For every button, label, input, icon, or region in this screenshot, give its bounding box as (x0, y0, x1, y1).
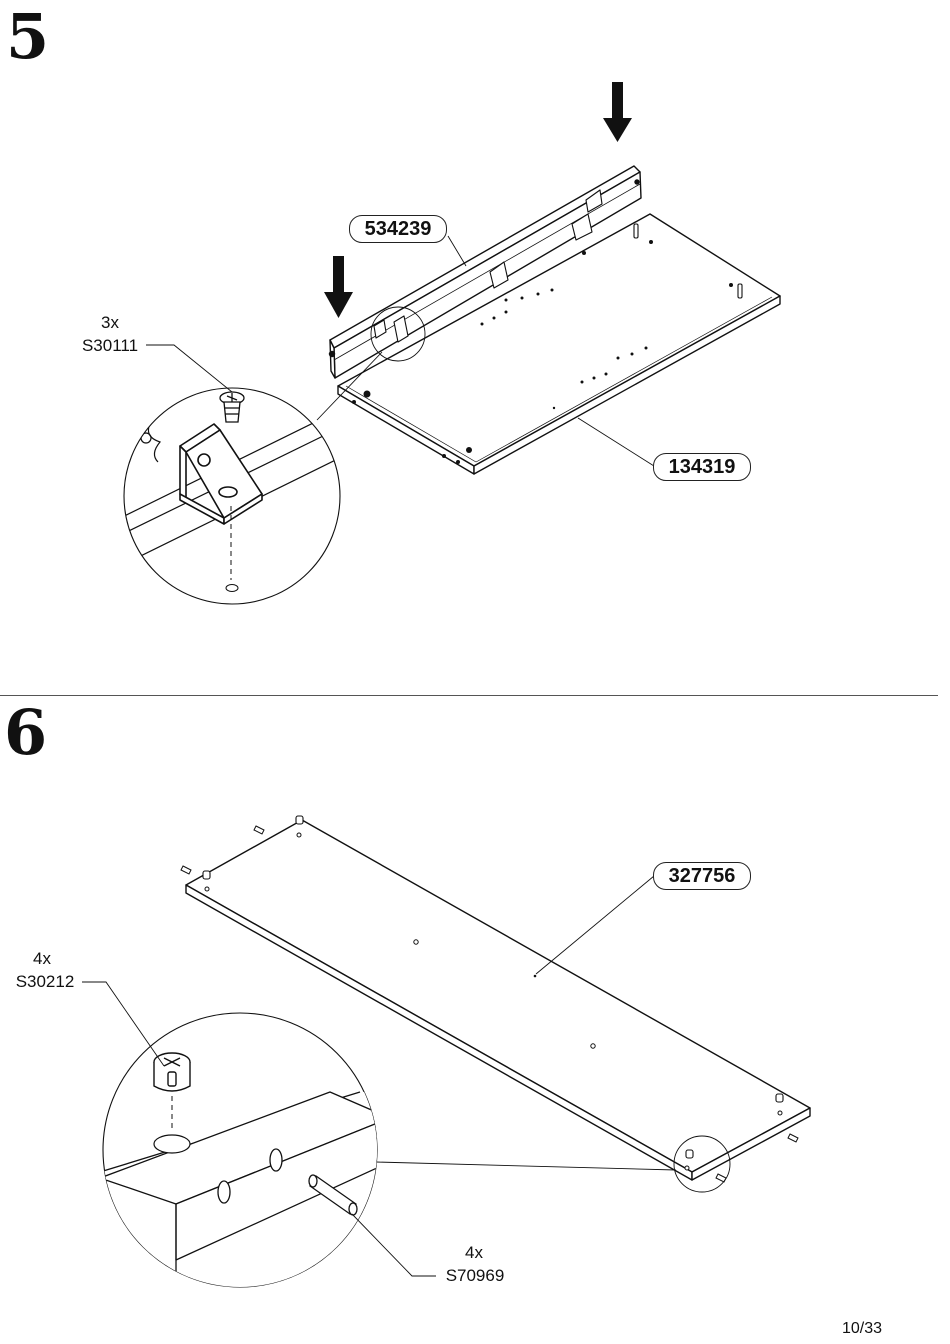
page-number: 10/33 (841, 1320, 882, 1337)
angle-bracket-icon (179, 423, 263, 525)
panel-holes (204, 832, 783, 1171)
step-number: 5 (6, 0, 49, 73)
dowel-pin-icon (308, 1174, 358, 1216)
hardware-code: S30111 (81, 336, 139, 355)
hardware-code: S30212 (15, 972, 75, 991)
hardware-quantity: 4x (33, 949, 51, 968)
dowel-icon (180, 825, 799, 1183)
hardware-quantity: 3x (101, 313, 119, 332)
bracket-icon (373, 189, 603, 343)
hardware-code: S70969 (445, 1266, 505, 1285)
shelf-panel-327756 (185, 819, 811, 1181)
screw-icon (219, 391, 245, 423)
hardware-quantity: 4x (465, 1243, 483, 1262)
panel-holes (352, 240, 733, 464)
base-panel-134319 (337, 213, 781, 475)
leader-lines (82, 875, 655, 1277)
section-divider (0, 695, 938, 696)
part-label: 534239 (349, 215, 447, 243)
part-label: 134319 (653, 453, 751, 481)
rail-panel-534239 (328, 165, 642, 379)
cam-lock-icon (153, 1052, 191, 1092)
cam-lock-icon (202, 815, 784, 1159)
step-number: 6 (4, 696, 47, 769)
leader-lines (146, 235, 655, 467)
arrow-down-icon (324, 256, 353, 318)
dowel-icon (633, 223, 743, 299)
part-label: 327756 (653, 862, 751, 890)
arrow-down-icon (603, 82, 632, 142)
